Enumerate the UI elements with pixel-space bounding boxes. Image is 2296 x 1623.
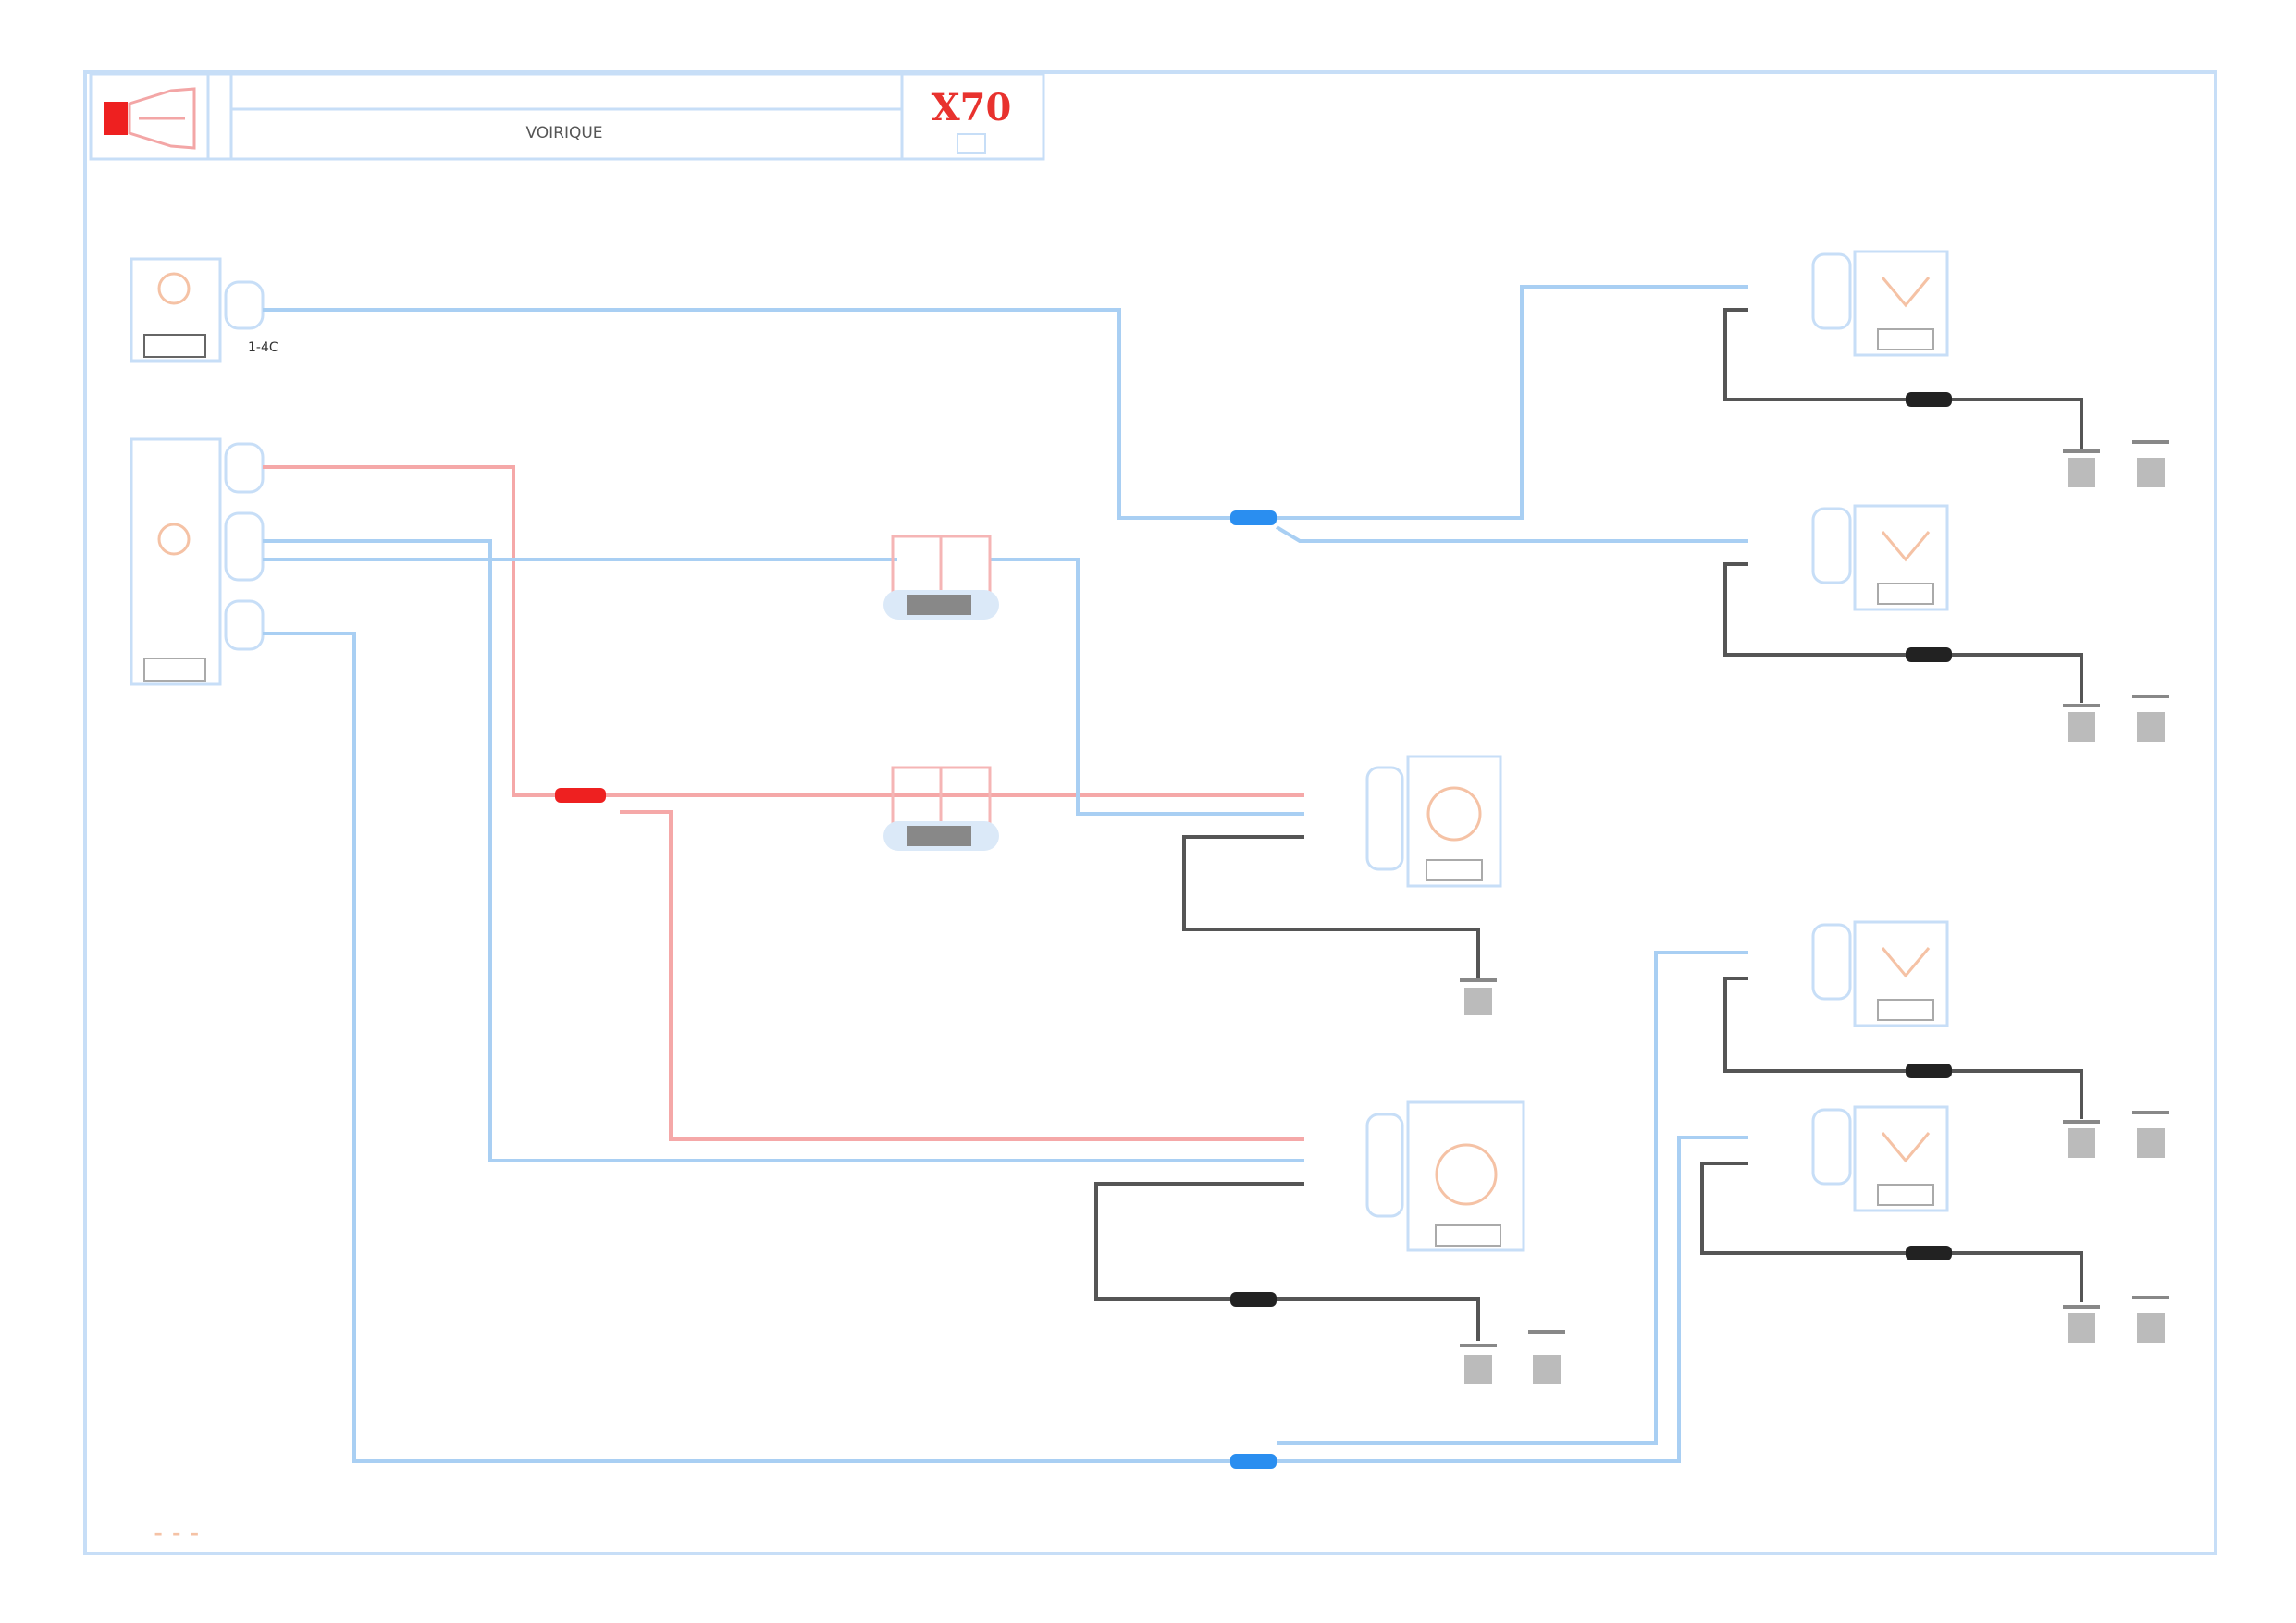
splice-connector-icon: [1230, 510, 1277, 525]
wire-connector-to-door: [990, 558, 1304, 816]
splice-connector-icon: [1230, 1292, 1277, 1307]
wire-tweeter-2-ground: [1723, 562, 1906, 657]
model-code: X70: [931, 86, 1012, 129]
wire-tweeter-2-ground-out: [1952, 653, 2083, 703]
wire-splice-to-tweeter-1: [1277, 285, 1748, 520]
wire-tweeter-4-ground-out: [1952, 1251, 2083, 1302]
wire-radio-to-splice: [263, 308, 1230, 520]
splice-connector-icon: [1230, 1454, 1277, 1469]
svg-text:1-4C: 1-4C: [248, 340, 278, 355]
ground-symbol-icon: [2063, 440, 2169, 487]
system-name: VOIRIQUE: [525, 124, 603, 142]
tweeter-3: [1811, 920, 1949, 1027]
wire-red-to-rear-speaker: [620, 810, 1304, 1141]
page-mark: ⁃ ⁃ ⁃: [153, 1522, 200, 1548]
ground-symbol-icon: [1460, 1330, 1565, 1384]
speaker-icon: [1881, 947, 1931, 978]
speaker-icon: [1881, 1132, 1931, 1163]
splice-connector-icon: [1906, 647, 1952, 662]
rear-speaker: [1365, 1100, 1525, 1252]
wire-tweeter-4-ground: [1700, 1162, 1906, 1255]
wire-tweeter-3-ground-out: [1952, 1069, 2083, 1119]
tweeter-4: [1811, 1105, 1949, 1212]
wire-rear-ground-out: [1277, 1297, 1480, 1341]
ground-symbol-icon: [2063, 1111, 2169, 1158]
wire-tweeter-1-ground: [1723, 308, 1906, 401]
wire-splice-to-tweeter-3: [1277, 951, 1748, 1445]
inline-connector-bottom: [883, 766, 999, 851]
wire-amp-mid2-blue: [263, 539, 1304, 1162]
inline-connector-top: [883, 535, 999, 620]
wire-amp-bottom-blue: [263, 632, 1230, 1463]
splice-connector-icon: [1906, 1064, 1952, 1078]
audio-amplifier: [130, 437, 265, 686]
ground-symbol-icon: [2063, 1296, 2169, 1343]
radio-unit-top: 1-4C: [130, 257, 278, 363]
ground-symbol-icon: [1460, 978, 1497, 1015]
speaker-icon: [1435, 1143, 1498, 1206]
splice-connector-icon: [1906, 1246, 1952, 1260]
wire-amp-power-red: [263, 465, 555, 797]
speaker-icon: [1881, 277, 1931, 308]
wire-tweeter-3-ground: [1723, 977, 1906, 1073]
wire-door-speaker-ground: [1182, 835, 1480, 980]
tweeter-1: [1811, 250, 1949, 357]
splice-connector-icon: [555, 788, 606, 803]
ground-symbol-icon: [2063, 695, 2169, 742]
wire-tweeter-1-ground-out: [1952, 398, 2083, 449]
tweeter-2: [1811, 504, 1949, 611]
door-speaker-front: [1365, 755, 1502, 888]
speaker-icon: [1426, 786, 1482, 842]
title-block: [89, 72, 1045, 161]
wire-splice-to-tweeter-4: [1277, 1136, 1748, 1463]
diagram-frame: [83, 70, 2217, 1555]
splice-connector-icon: [1906, 392, 1952, 407]
wire-rear-speaker-ground: [1094, 1182, 1304, 1301]
wire-splice-to-tweeter-2: [1275, 525, 1748, 543]
brand-logo-icon: [104, 87, 196, 150]
speaker-icon: [1881, 531, 1931, 562]
